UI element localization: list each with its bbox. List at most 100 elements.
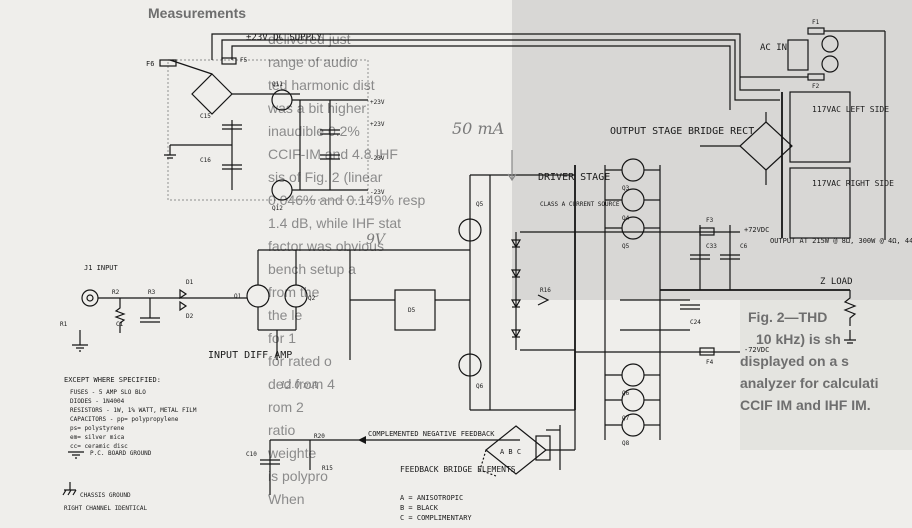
- rail-pos-label: +72VDC: [744, 226, 769, 234]
- output-transistor-label: Q3: [622, 185, 630, 192]
- svg-text:D1: D1: [186, 279, 194, 286]
- right-channel-note: RIGHT CHANNEL IDENTICAL: [64, 505, 147, 512]
- figure-caption: Fig. 2—THD 10 kHz) is sh displayed on a …: [740, 309, 879, 413]
- note-item: cc= ceramic disc: [70, 443, 128, 450]
- element-a: A = ANISOTROPIC: [400, 494, 463, 502]
- svg-text:R16: R16: [540, 287, 551, 294]
- driver-note: CLASS A CURRENT SOURCE: [540, 201, 620, 208]
- bridge-rect-label: BRIDGE RECT: [688, 126, 754, 137]
- pencil-annotations: 50 mA 9V 12.0 mA: [280, 119, 517, 391]
- svg-text:R3: R3: [148, 289, 156, 296]
- svg-text:R20: R20: [314, 433, 325, 440]
- svg-text:F1: F1: [812, 19, 820, 26]
- left-side-label: 117VAC LEFT SIDE: [812, 105, 889, 114]
- svg-text:F2: F2: [812, 83, 820, 90]
- svg-text:F4: F4: [706, 359, 714, 366]
- note-item: DIODES - 1N4004: [70, 398, 125, 405]
- bridge-elements-title: FEEDBACK BRIDGE ELEMENTS: [400, 465, 516, 474]
- article-line: is polypro: [268, 468, 328, 484]
- bridge-rectifier: BRIDGE RECT C33 C6 +72VDC -72VDC F3 F4: [575, 112, 793, 366]
- chassis-ground-icon: [62, 482, 77, 496]
- svg-text:C6: C6: [740, 243, 748, 250]
- svg-text:C24: C24: [690, 319, 701, 326]
- article-line: was a bit higher: [267, 100, 366, 116]
- caption-line-3: displayed on a s: [740, 353, 849, 369]
- power-supply-section: ±23V DC SUPPLY F6 F5 C15 C16 Q11 Q12 +23…: [146, 33, 780, 212]
- article-line: When: [268, 491, 305, 507]
- svg-text:Q11: Q11: [272, 81, 283, 88]
- right-side-label: 117VAC RIGHT SIDE: [812, 179, 894, 188]
- output-transistor-label: Q6: [622, 390, 630, 397]
- component-notes: EXCEPT WHERE SPECIFIED: FUSES - 5 AMP SL…: [62, 376, 197, 512]
- output-transistor-q6: [621, 363, 645, 387]
- input-jack-label: J1 INPUT: [84, 264, 119, 272]
- article-line: for rated o: [268, 353, 332, 369]
- pencil-voltage: 9V: [366, 232, 387, 248]
- article-line: weighte: [267, 445, 316, 461]
- svg-text:Q6: Q6: [476, 383, 484, 390]
- svg-text:R1: R1: [60, 321, 68, 328]
- output-transistor-label: Q4: [622, 215, 630, 222]
- transistor-q1: [246, 284, 270, 308]
- svg-text:+23V: +23V: [370, 121, 385, 128]
- ic-block: [394, 289, 436, 331]
- supply-label: ±23V DC SUPPLY: [246, 33, 322, 43]
- switch-s2: [535, 435, 551, 461]
- fuse-f4: [699, 347, 715, 356]
- svg-text:Q2: Q2: [308, 295, 316, 302]
- svg-text:R2: R2: [112, 289, 120, 296]
- shaded-panel: [512, 0, 912, 300]
- note-item: CAPACITORS - pp= polypropylene: [70, 416, 179, 423]
- transistor-q5: [458, 218, 482, 242]
- note-item: ps= polystyrene: [70, 425, 125, 432]
- svg-text:D5: D5: [408, 307, 416, 314]
- load-resistor: [843, 290, 857, 326]
- caption-panel: [740, 300, 912, 450]
- feedback-network: COMPLEMENTED NEGATIVE FEEDBACK A B C C10…: [246, 410, 576, 522]
- fuse-f3: [699, 227, 715, 236]
- article-line: the le: [268, 307, 302, 323]
- input-diff-amp: INPUT DIFF AMP Q1 Q2 J1 INPUT R2 R3 R1 C…: [60, 249, 470, 361]
- transistor-q6: [458, 353, 482, 377]
- svg-text:-23V: -23V: [370, 189, 385, 196]
- caption-line-5: CCIF IM and IHF IM.: [740, 397, 871, 413]
- fuse-f6: [159, 59, 177, 67]
- ground-icon: [68, 451, 84, 459]
- caption-line-4: analyzer for calculati: [740, 375, 879, 391]
- transformer-right: [789, 167, 851, 239]
- output-power-note: OUTPUT AT 215W @ 8Ω, 300W @ 4Ω, 440W @ 2…: [770, 237, 912, 245]
- article-heading: Measurements: [148, 5, 246, 21]
- note-item: em= silver mica: [70, 434, 125, 441]
- caption-line-1: Fig. 2—THD: [748, 309, 827, 325]
- article-line: 0.046% and 0.149% resp: [268, 192, 425, 208]
- svg-text:A B C: A B C: [500, 448, 521, 456]
- output-transistor-label: Q5: [622, 243, 630, 250]
- output-transistor-label: Q7: [622, 415, 630, 422]
- caption-line-2: 10 kHz) is sh: [756, 331, 841, 347]
- note-item: RESISTORS - 1W, 1% WATT, METAL FILM: [70, 407, 197, 414]
- svg-text:Q1: Q1: [234, 293, 242, 300]
- load-label: Z LOAD: [820, 277, 853, 287]
- fuse-f5: [221, 57, 237, 65]
- svg-text:C15: C15: [200, 113, 211, 120]
- neon-lamp-icon: [821, 35, 839, 53]
- driver-stage-label: DRIVER STAGE: [538, 172, 610, 183]
- svg-text:+23V: +23V: [370, 99, 385, 106]
- article-line: ratio: [268, 422, 295, 438]
- svg-text:F3: F3: [706, 217, 714, 224]
- article-line: 1.4 dB, while IHF stat: [268, 215, 401, 231]
- pencil-current: 50 mA: [452, 119, 504, 138]
- svg-text:F6: F6: [146, 60, 154, 68]
- input-jack-icon: [81, 289, 99, 307]
- article-line: bench setup a: [268, 261, 356, 277]
- article-line: ded from 4: [268, 376, 335, 392]
- svg-text:C33: C33: [706, 243, 717, 250]
- svg-text:C1: C1: [116, 321, 124, 328]
- note-item: FUSES - 5 AMP SLO BLO: [70, 389, 146, 396]
- output-stage-label: OUTPUT STAGE: [610, 126, 682, 137]
- svg-text:R15: R15: [322, 465, 333, 472]
- svg-text:Q5: Q5: [476, 201, 484, 208]
